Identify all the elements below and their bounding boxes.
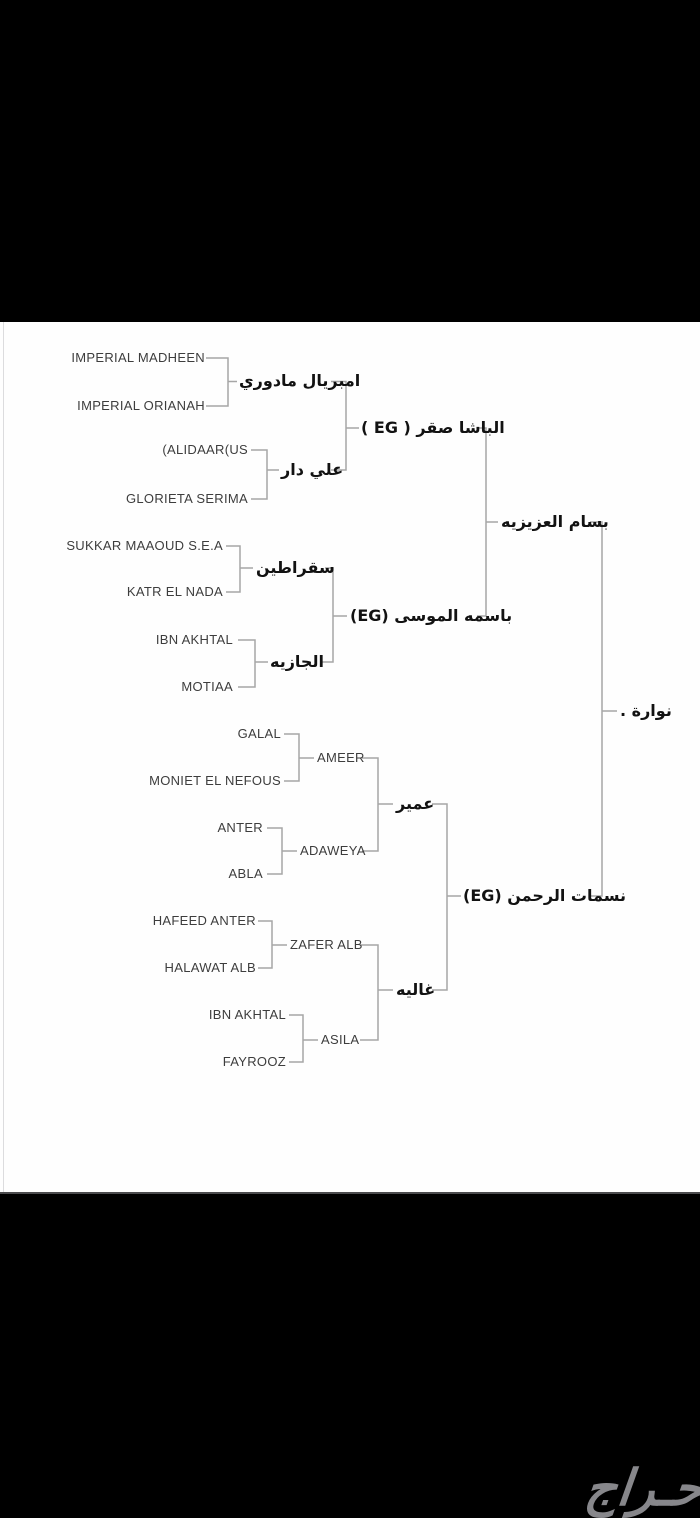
- node-nasamat-al-rahman: نسمات الرحمن (EG): [463, 886, 627, 905]
- node-ibn-akhtal-2: IBN AKHTAL: [208, 1007, 286, 1022]
- bracket-omair: [362, 757, 393, 852]
- node-galal: GALAL: [237, 726, 281, 741]
- bracket-sakrateen: [226, 545, 253, 593]
- node-ameer: AMEER: [317, 750, 365, 765]
- top-letterbox: [0, 0, 700, 322]
- bracket-al-jazia: [238, 639, 268, 688]
- bracket-al-basha-saqr: [331, 380, 359, 471]
- node-zafer-alb: ZAFER ALB: [290, 937, 363, 952]
- bracket-ali-dar: [251, 449, 279, 500]
- node-adaweya: ADAWEYA: [300, 843, 366, 858]
- node-omair: عمير: [396, 794, 435, 813]
- node-alidaar-us: (ALIDAAR(US: [162, 442, 248, 457]
- node-sakrateen: سقراطين: [256, 558, 335, 577]
- bracket-ghalia: [360, 944, 393, 1041]
- node-halawat-alb: HALAWAT ALB: [164, 960, 256, 975]
- node-glorieta-serima: GLORIETA SERIMA: [125, 491, 248, 506]
- node-imperial-madheen: IMPERIAL MADHEEN: [71, 350, 205, 365]
- bottom-letterbox: حـراج: [0, 1192, 700, 1518]
- node-motiaa: MOTIAA: [181, 679, 233, 694]
- node-abla: ABLA: [228, 866, 263, 881]
- bracket-asila: [289, 1014, 318, 1063]
- node-asila: ASILA: [321, 1032, 360, 1047]
- bracket-nawarah: [590, 521, 617, 897]
- pedigree-diagram: IMPERIAL MADHEEN IMPERIAL ORIANAH (ALIDA…: [0, 322, 700, 1192]
- node-moniet-el-nefous: MONIET EL NEFOUS: [149, 773, 281, 788]
- node-bassam-al-azizia: بسام العزيزيه: [501, 512, 609, 531]
- node-al-basha-saqr: الباشا صقر ( EG ): [361, 418, 505, 437]
- bracket-nasamat-al-rahman: [432, 803, 461, 991]
- bracket-basma-al-mousa: [321, 567, 347, 663]
- node-imperial-orianah: IMPERIAL ORIANAH: [77, 398, 205, 413]
- bracket-zafer-alb: [258, 920, 287, 969]
- node-basma-al-mousa: باسمه الموسى (EG): [350, 606, 513, 625]
- pedigree-connector-lines: [206, 357, 617, 1063]
- node-ibn-akhtal-1: IBN AKHTAL: [155, 632, 233, 647]
- node-nawarah-root: نوارة .: [620, 701, 672, 720]
- node-ghalia: غاليه: [396, 980, 436, 999]
- node-ali-dar: علي دار: [281, 460, 344, 479]
- bracket-ameer: [284, 733, 314, 782]
- node-hafeed-anter: HAFEED ANTER: [152, 913, 256, 928]
- bracket-adaweya: [267, 827, 297, 875]
- node-katr-el-nada: KATR EL NADA: [126, 584, 223, 599]
- node-anter: ANTER: [217, 820, 263, 835]
- node-sukkar-maaoud: SUKKAR MAAOUD S.E.A: [66, 538, 223, 553]
- left-edge-line: [3, 322, 4, 1192]
- node-imperial-madori: امبريال مادوري: [239, 371, 361, 390]
- bracket-bassam-al-azizia: [477, 427, 498, 617]
- node-al-jazia: الجازيه: [270, 652, 324, 671]
- node-fayrooz: FAYROOZ: [222, 1054, 286, 1069]
- haraj-watermark-logo: حـراج: [581, 1459, 700, 1517]
- bracket-imperial-madori: [206, 357, 237, 407]
